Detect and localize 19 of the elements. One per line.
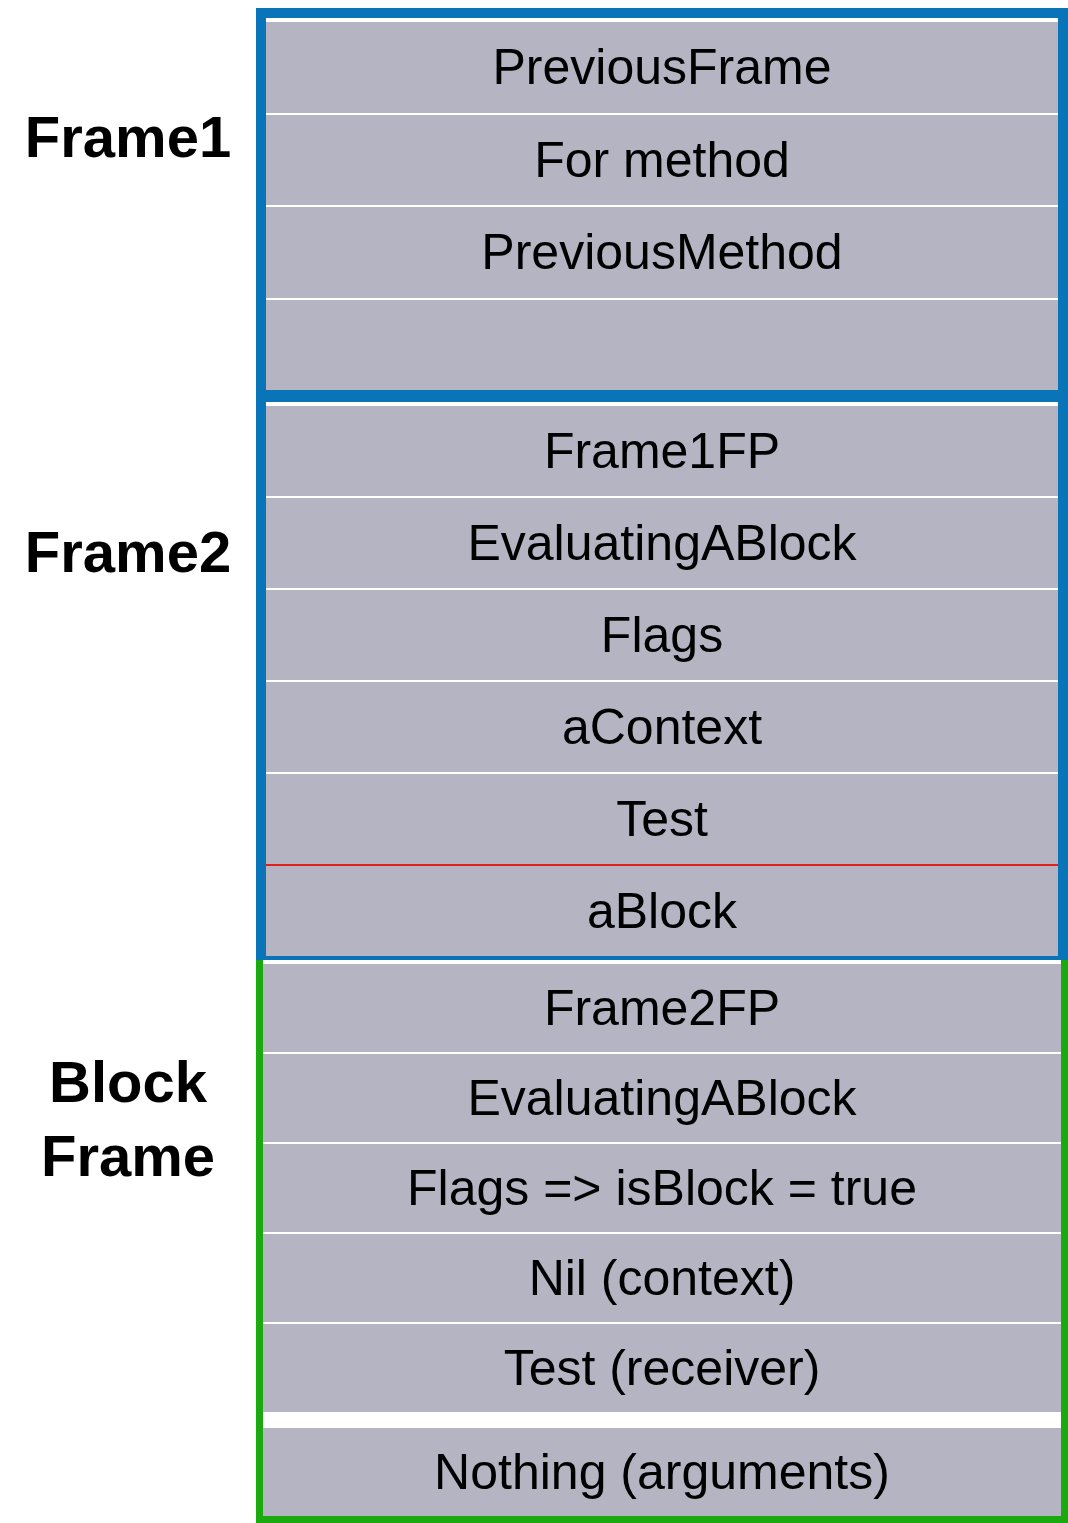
frame-label: Frame1 bbox=[23, 103, 233, 171]
stack-slot: For method bbox=[266, 114, 1058, 205]
stack-slot bbox=[266, 299, 1058, 390]
stack-slot: Frame1FP bbox=[266, 406, 1058, 496]
stack-slot: Flags bbox=[266, 590, 1058, 680]
stack-slot: aBlock bbox=[266, 866, 1058, 956]
stack-slot: aContext bbox=[266, 682, 1058, 772]
stack-slot: EvaluatingABlock bbox=[266, 498, 1058, 588]
stack-slot: Nil (context) bbox=[263, 1234, 1061, 1322]
stack-slot: Test bbox=[266, 774, 1058, 864]
stack-slot: Nothing (arguments) bbox=[263, 1428, 1061, 1516]
frame-label: Block Frame bbox=[39, 1048, 217, 1190]
stack-slot: Frame2FP bbox=[263, 964, 1061, 1052]
stack-slot: EvaluatingABlock bbox=[263, 1054, 1061, 1142]
stack-slot: Test (receiver) bbox=[263, 1324, 1061, 1412]
stack-slot: Flags => isBlock = true bbox=[263, 1144, 1061, 1232]
frame-label: Frame2 bbox=[23, 518, 233, 586]
stack-slot: PreviousFrame bbox=[266, 22, 1058, 113]
stack-slot: PreviousMethod bbox=[266, 207, 1058, 298]
